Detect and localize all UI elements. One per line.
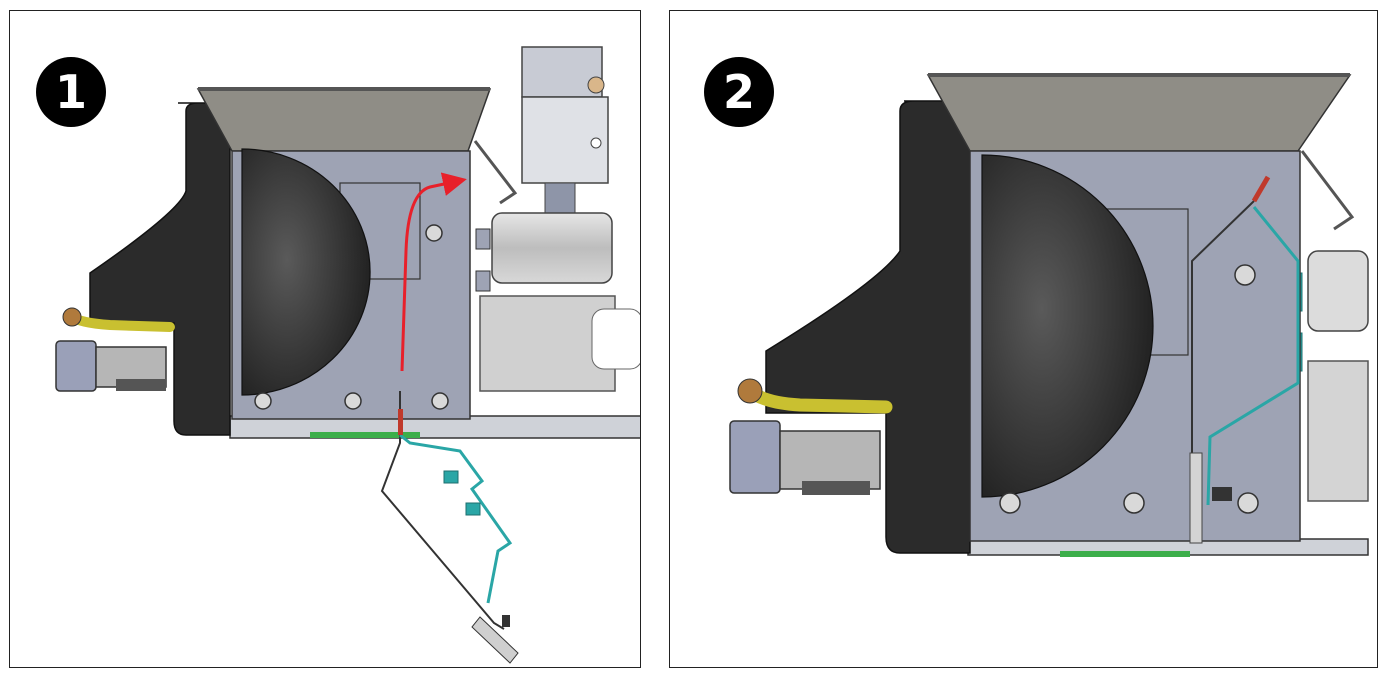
- step-2-badge: 2: [704, 57, 774, 127]
- green-strip: [1060, 551, 1190, 557]
- hood: [196, 88, 492, 152]
- motor-cap: [55, 340, 97, 392]
- bracket: [1189, 175, 1300, 544]
- cylinder-actuator: [521, 46, 609, 224]
- dome: [981, 154, 1154, 498]
- dome: [241, 148, 371, 396]
- step-1-illustration: [55, 46, 640, 664]
- housing: [765, 100, 971, 554]
- hood: [926, 74, 1352, 152]
- spring-clip: [1300, 150, 1355, 231]
- motor-body: [779, 430, 881, 490]
- spring-clip: [473, 140, 518, 205]
- motor-screw: [802, 481, 870, 495]
- tube-fitting: [737, 378, 763, 404]
- motor-screw: [116, 379, 166, 391]
- bolt: [425, 224, 443, 242]
- motor-cap: [729, 420, 781, 494]
- bolt: [344, 392, 362, 410]
- rod-assembly: [475, 212, 640, 392]
- green-strip: [310, 432, 420, 438]
- step-2-illustration: [729, 73, 1369, 557]
- bolt: [1234, 264, 1256, 286]
- bracket: [380, 391, 519, 664]
- bolt: [1237, 492, 1259, 514]
- housing: [89, 102, 231, 436]
- tube-fitting: [62, 307, 82, 327]
- step-1-panel: 1: [9, 10, 641, 668]
- step-2-panel: 2: [669, 10, 1378, 668]
- bolt: [1123, 492, 1145, 514]
- insert-arrow: [400, 172, 467, 372]
- bolt: [999, 492, 1021, 514]
- bolt: [254, 392, 272, 410]
- step-1-badge: 1: [36, 57, 106, 127]
- bolt: [431, 392, 449, 410]
